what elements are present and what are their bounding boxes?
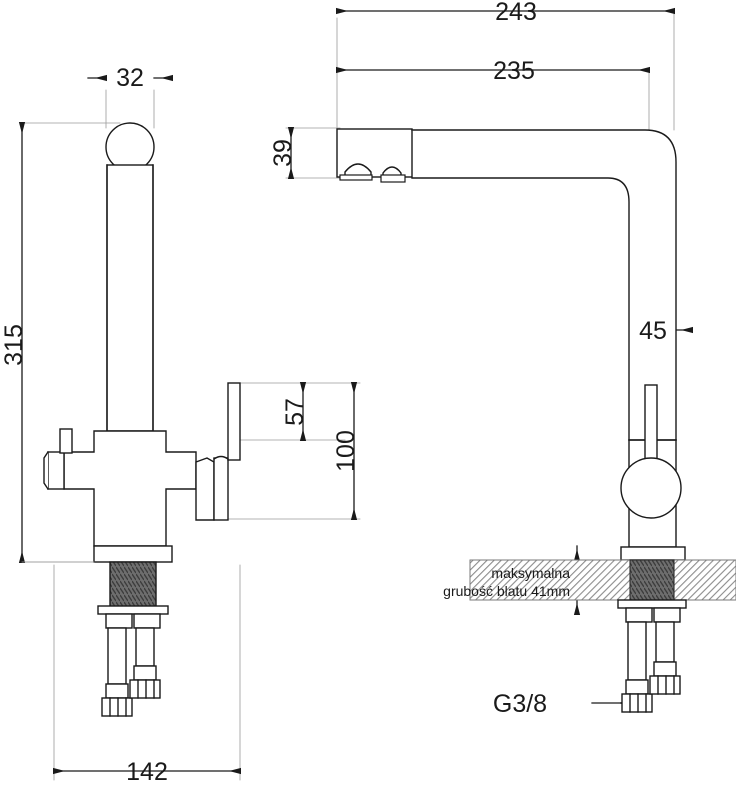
dim-100: 100 (332, 430, 360, 472)
mounting-washer (97, 605, 169, 615)
deck-flange (93, 545, 173, 563)
worktop-note-line-1: maksymalna (491, 565, 570, 581)
tube-nut-a (105, 613, 133, 629)
dim-235: 235 (493, 57, 535, 85)
faucet-column (106, 164, 154, 432)
aerator-plate-b (380, 174, 406, 183)
side-hose-a-nut (621, 693, 653, 713)
right-faucet-view (336, 128, 736, 713)
worktop-note-line-2: grubość blatu 41mm (443, 583, 570, 599)
handle-knob (105, 122, 155, 172)
dim-45: 45 (639, 317, 667, 345)
side-supply-hose-b (655, 621, 675, 663)
dimension-labels: 32 315 142 243 235 39 45 57 100 (0, 0, 667, 786)
left-faucet-view (43, 122, 241, 717)
annotation-labels: maksymalna grubość blatu 41mm G3/8 (443, 565, 570, 718)
side-lever-base (213, 457, 229, 521)
tube-nut-b (133, 613, 161, 629)
dimension-lines (18, 7, 693, 775)
side-threaded-shank (629, 559, 675, 605)
supply-hose-a (107, 627, 127, 685)
lever-joint (213, 455, 229, 460)
dim-39: 39 (269, 139, 297, 167)
dim-32: 32 (116, 64, 144, 92)
dim-142: 142 (126, 758, 168, 786)
side-tube-nut-a (625, 607, 653, 623)
side-lever-arm (227, 382, 241, 461)
aerator-plate-a (339, 174, 373, 181)
hose-a-nut (101, 697, 133, 717)
thread-label-g38: G3/8 (493, 690, 547, 718)
supply-hose-b (135, 627, 155, 667)
faucet-body (63, 430, 197, 547)
side-tube-nut-b (653, 607, 681, 623)
side-supply-hose-a (627, 621, 647, 681)
left-arm-cap (43, 451, 49, 490)
cartridge-circle (620, 457, 682, 519)
hose-b-ferrule (133, 665, 157, 681)
side-lever-hub (195, 457, 215, 521)
side-hose-a-ferrule (625, 679, 649, 695)
side-hose-b-ferrule (653, 661, 677, 677)
side-hose-b-nut (649, 675, 681, 695)
left-arm-stem (59, 428, 73, 454)
spout-inner-profile (411, 177, 630, 441)
left-arm-tip (47, 451, 65, 490)
dim-57: 57 (281, 398, 309, 426)
hose-b-nut (129, 679, 161, 699)
side-deck-flange (620, 546, 686, 561)
hose-a-ferrule (105, 683, 129, 699)
threaded-shank (109, 561, 157, 611)
dim-243: 243 (495, 0, 537, 26)
worktop-slab (469, 559, 736, 601)
dim-315: 315 (0, 324, 28, 366)
side-mounting-washer (617, 599, 687, 609)
